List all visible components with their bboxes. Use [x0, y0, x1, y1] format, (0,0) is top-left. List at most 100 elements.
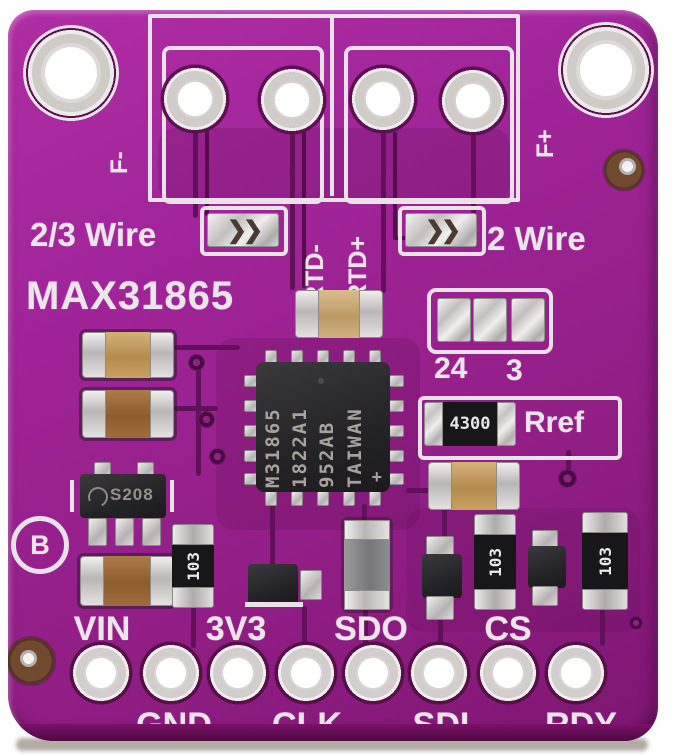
pin-label-sdo: SDO — [334, 610, 408, 648]
copper-pour — [158, 128, 510, 202]
capacitor — [80, 556, 174, 606]
cap-end — [344, 590, 390, 610]
silkscreen-tick — [70, 480, 74, 512]
force-minus-label: F- — [106, 151, 133, 174]
rtd-terminal-pad-3 — [348, 64, 418, 134]
resistor-value: 103 — [183, 551, 203, 581]
capacitor — [82, 390, 174, 438]
cap-end — [496, 462, 520, 510]
jumper-2wire-outline: ❯❯ — [398, 206, 486, 256]
cap-body — [106, 332, 150, 378]
solder-dot — [20, 650, 37, 667]
capacitor-gray — [344, 520, 390, 610]
regulator-logo — [85, 484, 111, 510]
jumper-23wire-pad: ❯❯ — [207, 213, 279, 247]
pin-pad-clk — [274, 641, 338, 705]
pin-pad-vin — [69, 641, 133, 705]
ic-pin — [389, 425, 404, 437]
regulator-pin — [142, 518, 161, 546]
rtd-terminal-pad-2 — [257, 65, 327, 135]
ic-marking-line4: TAIWAN — [344, 407, 366, 488]
cap-body — [344, 540, 390, 590]
cap-body — [104, 556, 150, 606]
pin-pad-3v3 — [206, 641, 270, 705]
ic-body: M31865 1822A1 952AB TAIWAN + — [256, 362, 390, 492]
regulator-pin — [88, 518, 107, 546]
revision-badge: B — [11, 516, 69, 574]
terminal-outline-right — [344, 46, 514, 204]
pcb-trace — [393, 132, 397, 240]
ic-pin — [343, 491, 355, 506]
resistor-value: 103 — [485, 547, 505, 577]
mounting-hole-top-left — [23, 25, 119, 121]
pcb-trace — [191, 604, 196, 648]
resistor-end — [172, 587, 214, 608]
via — [188, 354, 205, 371]
revision-letter: B — [30, 529, 50, 560]
capacitor — [295, 290, 383, 338]
resistor-end — [582, 589, 628, 610]
terminal-outline-divider — [330, 14, 334, 196]
pcb-trace — [302, 606, 307, 646]
jumper-wires-pad-1 — [437, 298, 471, 342]
pin-pad-cs — [476, 641, 540, 705]
solder-dot — [619, 158, 636, 175]
pcb-trace — [438, 618, 443, 646]
cap-end — [82, 390, 106, 438]
pcb-trace — [471, 128, 476, 218]
ic-pin — [265, 491, 277, 506]
ic-pin — [389, 473, 404, 485]
pin-label-3v3: 3V3 — [205, 610, 267, 648]
rref-label: Rref — [524, 406, 585, 439]
capacitor — [82, 332, 174, 378]
ic-marking-line1: M31865 — [262, 407, 284, 488]
jumper-23wire-outline: ❯❯ — [200, 206, 288, 256]
pcb-trace — [193, 128, 198, 218]
via — [198, 411, 215, 428]
pin-pad-gnd — [139, 641, 203, 705]
resistor-end — [497, 402, 516, 446]
transistor — [248, 564, 298, 604]
capacitor — [428, 462, 520, 510]
rtd-terminal-pad-4 — [438, 66, 508, 136]
resistor-103: 103 — [474, 514, 516, 610]
rtd-plus-label: RTD+ — [344, 236, 372, 302]
rref-resistor: 4300 — [424, 402, 516, 446]
ic-pin — [389, 450, 404, 462]
cap-end — [80, 556, 104, 606]
solder-pad — [300, 570, 322, 600]
rtd-terminal-pad-1 — [160, 64, 230, 134]
diode-body — [422, 554, 462, 598]
pcb-trace — [362, 504, 367, 522]
resistor-end — [474, 514, 516, 535]
pin-pad-sdo — [341, 641, 405, 705]
diode-pad — [426, 596, 454, 620]
pin-pad-rdy — [544, 641, 608, 705]
pcb-trace — [442, 488, 447, 542]
ic-pin — [369, 491, 381, 506]
cap-end — [150, 556, 174, 606]
regulator-body: S208 — [80, 474, 166, 518]
pcb-trace — [205, 130, 209, 216]
cap-end — [150, 390, 174, 438]
rtd-minus-label: RTD- — [301, 244, 329, 304]
ic-marking-line3: 952AB — [316, 420, 338, 488]
jumper-24-label: 24 — [434, 352, 468, 385]
jumper-2wire-pad: ❯❯ — [405, 213, 477, 247]
pin-pad-sdi — [407, 641, 471, 705]
pcb-trace — [566, 450, 571, 482]
pcb-trace — [600, 606, 605, 646]
jumper-wires-pad-3 — [511, 298, 545, 342]
part-number-label: MAX31865 — [26, 274, 235, 318]
diode-pad — [532, 586, 558, 606]
ic-pin — [389, 400, 404, 412]
diode-body — [528, 546, 566, 588]
pcb-trace — [290, 128, 295, 290]
pin-label-cs: CS — [484, 610, 532, 648]
ic-pin — [317, 491, 329, 506]
pcb-trace — [363, 608, 368, 646]
cap-body — [452, 462, 496, 510]
force-plus-label: F+ — [532, 129, 559, 158]
ic-pin — [291, 491, 303, 506]
